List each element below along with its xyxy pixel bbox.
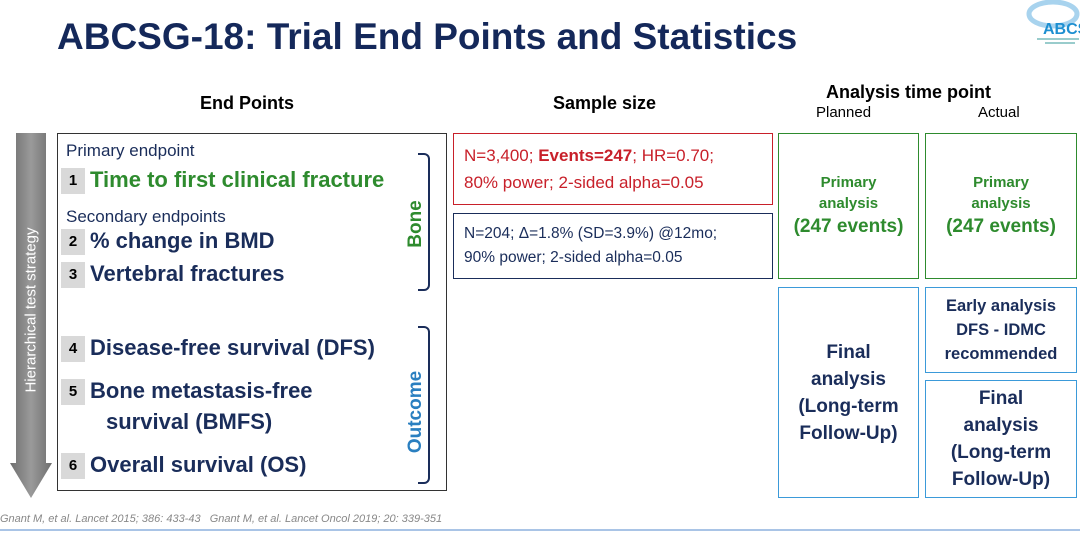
endpoint-item: Vertebral fractures xyxy=(90,261,285,286)
cell-text: Final xyxy=(978,388,1024,409)
cell-text: (247 events) xyxy=(946,216,1056,237)
endpoint-number: 3 xyxy=(61,262,85,288)
sample-text: 80% power; 2-sided alpha=0.05 xyxy=(464,173,704,192)
cell-text: Follow-Up) xyxy=(951,469,1051,490)
header-planned: Planned xyxy=(816,104,872,121)
cell-text: recommended xyxy=(944,345,1058,363)
endpoints-box xyxy=(57,133,447,491)
cell-text: Early analysis xyxy=(945,297,1057,315)
cell-text: Primary xyxy=(820,174,877,191)
cell-text: Follow-Up) xyxy=(799,422,898,444)
bone-group-label: Bone xyxy=(405,200,426,248)
cell-text: Final xyxy=(826,341,871,363)
endpoint-item: Time to first clinical fracture xyxy=(90,167,385,192)
endpoint-number: 1 xyxy=(61,168,85,194)
header-analysis-time-point: Analysis time point xyxy=(826,82,992,102)
secondary-endpoints-label: Secondary endpoints xyxy=(66,207,226,226)
sample-size-primary: N=3,400; Events=247; HR=0.70; 80% power; … xyxy=(453,133,773,205)
arrow-label: Hierarchical test strategy xyxy=(22,227,40,393)
endpoint-number: 2 xyxy=(61,229,85,255)
cell-text: (247 events) xyxy=(793,216,904,237)
bone-bracket xyxy=(418,153,430,291)
endpoint-item: Disease-free survival (DFS) xyxy=(90,335,375,360)
cell-text: analysis xyxy=(971,195,1031,212)
outcome-group-label: Outcome xyxy=(405,370,426,454)
hierarchy-arrow xyxy=(10,133,52,498)
sample-text: N=204; Δ=1.8% (SD=3.9%) @12mo; xyxy=(464,225,718,242)
cell-text: Primary xyxy=(973,174,1029,191)
cell-text: analysis xyxy=(963,415,1039,436)
planned-primary-analysis: Primary analysis (247 events) xyxy=(778,133,919,279)
cell-text: analysis xyxy=(818,195,879,212)
slide-title: ABCSG-18: Trial End Points and Statistic… xyxy=(57,16,798,57)
header-actual: Actual xyxy=(978,104,1020,121)
endpoint-item: % change in BMD xyxy=(90,228,275,253)
cell-text: (Long-term xyxy=(950,442,1052,463)
actual-primary-analysis: Primary analysis (247 events) xyxy=(925,133,1077,279)
primary-endpoint-label: Primary endpoint xyxy=(66,141,195,160)
endpoint-number: 4 xyxy=(61,336,85,362)
endpoint-number: 6 xyxy=(61,453,85,479)
header-end-points: End Points xyxy=(200,93,294,113)
events-highlight: Events=247 xyxy=(538,146,633,165)
abcsg-logo: ABCSG xyxy=(1005,0,1080,50)
svg-text:ABCSG: ABCSG xyxy=(1043,21,1080,38)
cell-text: analysis xyxy=(811,368,886,390)
cell-text: (Long-term xyxy=(798,395,899,417)
sample-text: ; HR=0.70; xyxy=(632,146,714,165)
sample-text: 90% power; 2-sided alpha=0.05 xyxy=(464,249,683,266)
cell-text: DFS - IDMC xyxy=(956,321,1046,339)
endpoint-item-cont: survival (BMFS) xyxy=(106,409,273,434)
endpoint-item: Overall survival (OS) xyxy=(90,452,307,477)
footer-divider xyxy=(0,529,1080,531)
endpoint-item: Bone metastasis-free xyxy=(90,378,313,403)
footnote: Gnant M, et al. Lancet 2015; 386: 433-43… xyxy=(0,513,443,525)
sample-size-bmd: N=204; Δ=1.8% (SD=3.9%) @12mo; 90% power;… xyxy=(453,213,773,279)
endpoint-number: 5 xyxy=(61,379,85,405)
header-sample-size: Sample size xyxy=(553,93,657,113)
sample-text: N=3,400; xyxy=(464,146,539,165)
outcome-bracket xyxy=(418,326,430,484)
